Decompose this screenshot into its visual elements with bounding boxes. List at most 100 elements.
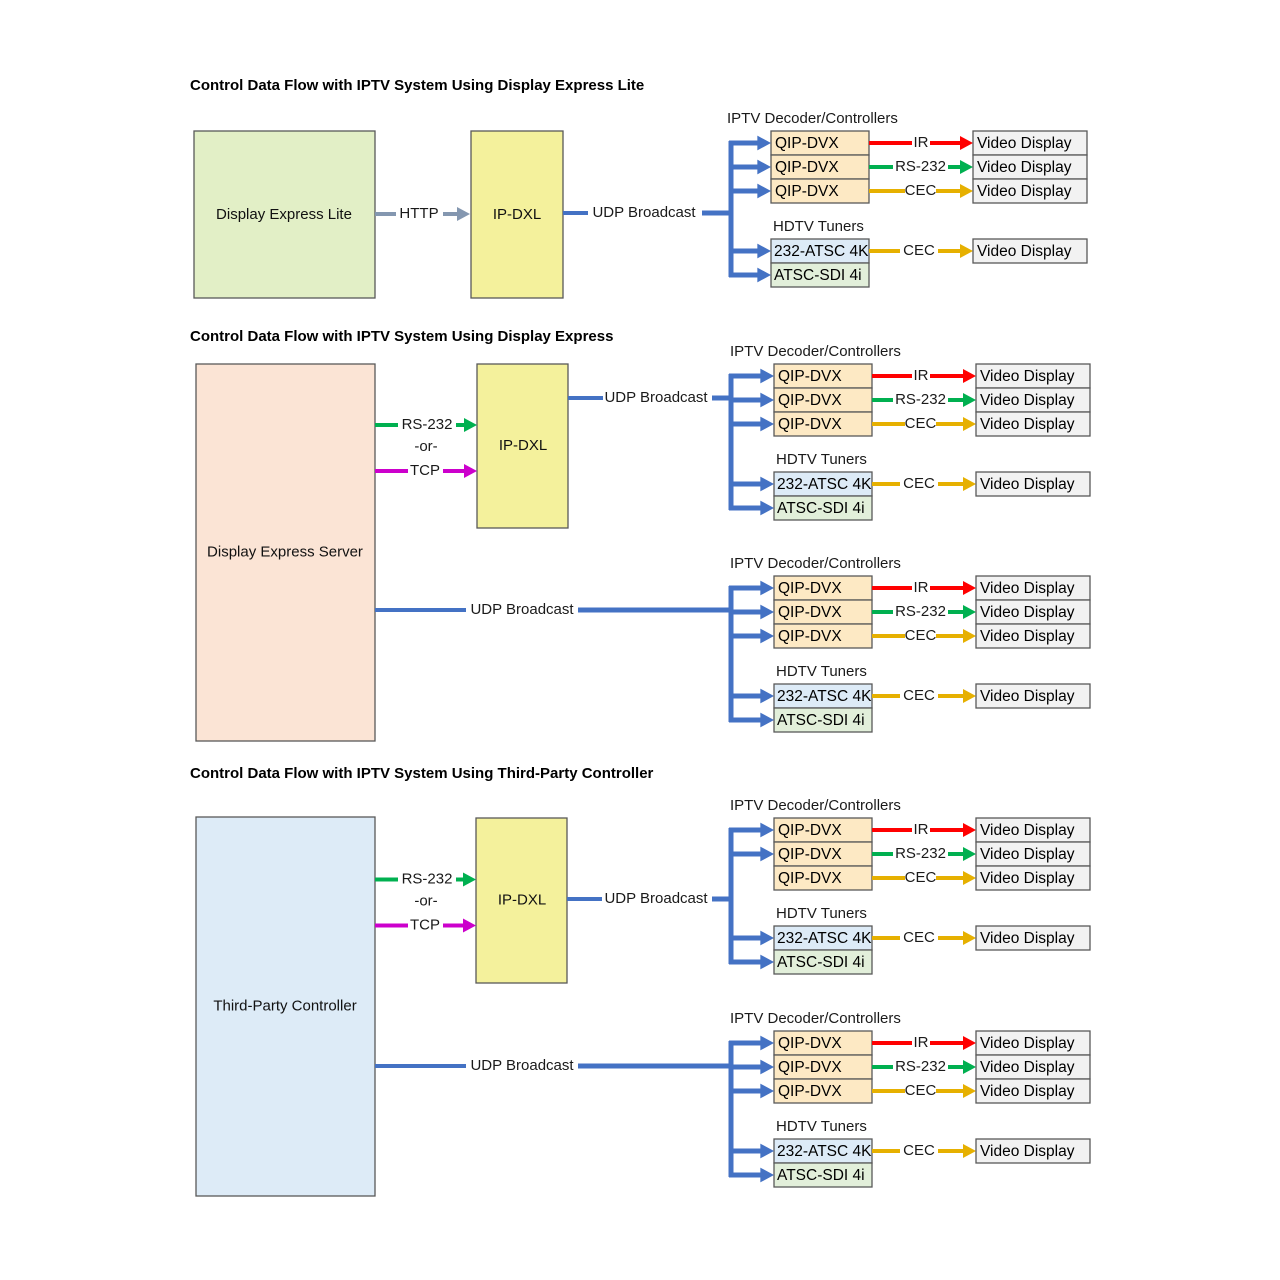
source-box-label: Display Express Lite — [216, 206, 352, 223]
udp-branch-arrowhead-icon — [760, 628, 774, 644]
udp-branch-arrowhead-icon — [757, 183, 771, 199]
udp-branch-arrowhead-icon — [760, 476, 774, 492]
video-display-box — [975, 1138, 1091, 1164]
output-rs232-arrow-arrowhead-icon — [963, 1060, 976, 1074]
rs232-label: RS-232 — [402, 870, 453, 887]
video-display-label: Video Display — [980, 846, 1075, 863]
decoder-cell — [773, 387, 873, 413]
tuner-cell-4k — [773, 925, 873, 951]
video-display-label: Video Display — [980, 930, 1075, 947]
udp-branch-arrowhead-icon — [757, 135, 771, 151]
output-rs232-arrow-label: RS-232 — [895, 391, 946, 408]
section-title: Control Data Flow with IPTV System Using… — [190, 77, 644, 94]
decoder-cell — [773, 411, 873, 437]
ip-dxl-box — [476, 363, 569, 529]
udp-branch-arrowhead-icon — [760, 580, 774, 596]
decoder-label: QIP-DVX — [778, 392, 842, 409]
output-cec-arrow-label: CEC — [905, 182, 937, 199]
udp-branch-arrowhead-icon — [760, 392, 774, 408]
source-box — [193, 130, 376, 299]
udp-branch-arrowhead-icon — [760, 688, 774, 704]
video-display-box — [975, 865, 1091, 891]
output-cec-arrow-label: CEC — [905, 869, 937, 886]
tuner-cec-arrow-label: CEC — [903, 475, 935, 492]
tuner-cell-sdi — [770, 262, 870, 288]
decoder-group-label: IPTV Decoder/Controllers — [730, 555, 901, 572]
video-display-label: Video Display — [980, 870, 1075, 887]
section-title: Control Data Flow with IPTV System Using… — [190, 765, 654, 782]
udp-branch-arrowhead-icon — [760, 954, 774, 970]
video-display-label: Video Display — [980, 1083, 1075, 1100]
tuner-cec-arrow-label: CEC — [903, 687, 935, 704]
output-ir-arrow-label: IR — [914, 821, 929, 838]
video-display-label: Video Display — [980, 580, 1075, 597]
video-display-label: Video Display — [980, 1059, 1075, 1076]
video-display-label: Video Display — [980, 1035, 1075, 1052]
output-cec-arrow-arrowhead-icon — [960, 184, 973, 198]
decoder-label: QIP-DVX — [778, 822, 842, 839]
udp-branch-arrowhead-icon — [760, 368, 774, 384]
output-rs232-arrow-arrowhead-icon — [963, 847, 976, 861]
tuner-4k-label: 232-ATSC 4K — [777, 688, 872, 705]
video-display-box — [972, 238, 1088, 264]
decoder-label: QIP-DVX — [778, 1083, 842, 1100]
video-display-box — [972, 130, 1088, 156]
decoder-label: QIP-DVX — [778, 1059, 842, 1076]
video-display-box — [975, 363, 1091, 389]
tuner-cec-arrow-label: CEC — [903, 242, 935, 259]
tuner-cell-4k — [773, 683, 873, 709]
http-label: HTTP — [399, 205, 438, 222]
video-display-box — [975, 817, 1091, 843]
rs232-arrowhead-icon — [463, 872, 476, 887]
decoder-label: QIP-DVX — [775, 135, 839, 152]
decoder-label: QIP-DVX — [778, 846, 842, 863]
tuner-sdi-label: ATSC-SDI 4i — [777, 500, 865, 517]
tuner-group-label: HDTV Tuners — [776, 451, 867, 468]
udp-branch-arrowhead-icon — [760, 604, 774, 620]
video-display-box — [975, 683, 1091, 709]
source-box — [195, 816, 376, 1197]
decoder-cell — [773, 841, 873, 867]
video-display-label: Video Display — [977, 135, 1072, 152]
tuner-4k-label: 232-ATSC 4K — [777, 476, 872, 493]
ip-dxl-label: IP-DXL — [499, 437, 547, 454]
udp-branch-arrowhead-icon — [760, 1059, 774, 1075]
tuner-4k-label: 232-ATSC 4K — [777, 1143, 872, 1160]
output-ir-arrow-arrowhead-icon — [963, 369, 976, 383]
output-cec-arrow-arrowhead-icon — [963, 871, 976, 885]
tuner-cell-sdi — [773, 949, 873, 975]
udp-branch-arrowhead-icon — [760, 500, 774, 516]
section-title: Control Data Flow with IPTV System Using… — [190, 328, 613, 345]
output-ir-arrow-arrowhead-icon — [963, 581, 976, 595]
udp-branch-arrowhead-icon — [757, 267, 771, 283]
tuner-cec-arrow-label: CEC — [903, 1142, 935, 1159]
decoder-group-label: IPTV Decoder/Controllers — [730, 1010, 901, 1027]
udp-direct-label: UDP Broadcast — [470, 601, 574, 618]
or-label: -or- — [414, 438, 437, 455]
video-display-label: Video Display — [980, 476, 1075, 493]
output-cec-arrow-arrowhead-icon — [963, 629, 976, 643]
tuner-group-label: HDTV Tuners — [776, 663, 867, 680]
udp-branch-arrowhead-icon — [760, 416, 774, 432]
video-display-label: Video Display — [980, 368, 1075, 385]
output-cec-arrow-arrowhead-icon — [963, 1084, 976, 1098]
video-display-box — [975, 1078, 1091, 1104]
udp-branch-arrowhead-icon — [760, 712, 774, 728]
tuner-4k-label: 232-ATSC 4K — [777, 930, 872, 947]
output-rs232-arrow-arrowhead-icon — [960, 160, 973, 174]
ip-dxl-box — [475, 817, 568, 984]
output-rs232-arrow-arrowhead-icon — [963, 393, 976, 407]
decoder-label: QIP-DVX — [778, 604, 842, 621]
tuner-cell-4k — [773, 471, 873, 497]
decoder-label: QIP-DVX — [775, 159, 839, 176]
udp-branch-arrowhead-icon — [757, 159, 771, 175]
tuner-sdi-label: ATSC-SDI 4i — [777, 712, 865, 729]
decoder-cell — [773, 623, 873, 649]
output-ir-arrow-label: IR — [914, 134, 929, 151]
output-ir-arrow-label: IR — [914, 1034, 929, 1051]
output-cec-arrow-label: CEC — [905, 627, 937, 644]
video-display-label: Video Display — [980, 416, 1075, 433]
udp-branch-arrowhead-icon — [760, 822, 774, 838]
source-box-label: Third-Party Controller — [213, 997, 356, 1014]
